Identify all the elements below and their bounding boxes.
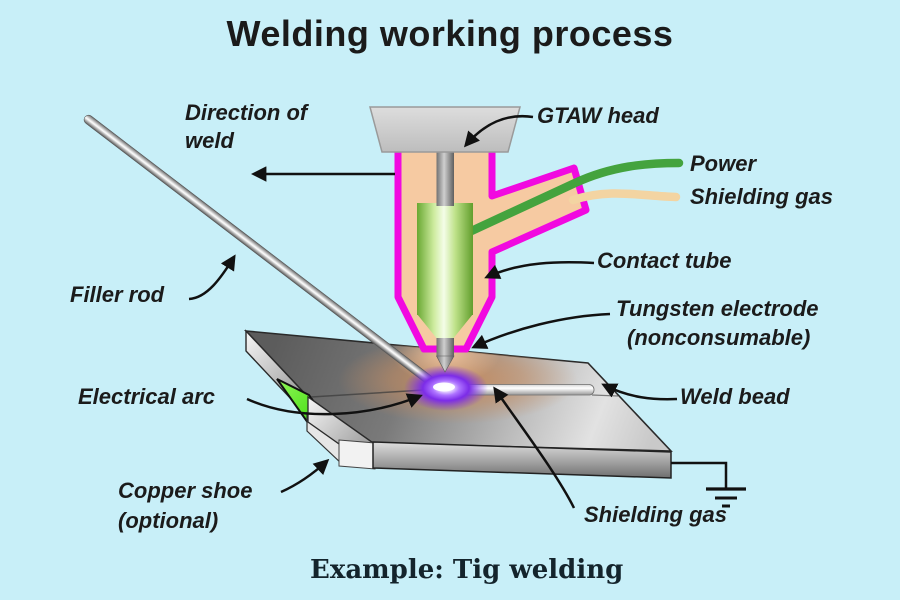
label-tungsten-electrode-line1: Tungsten electrode <box>616 296 819 321</box>
weld-bead-arrow <box>601 383 678 401</box>
tungsten-electrode-arrow <box>471 312 611 349</box>
contact-tube-cylinder <box>417 203 473 340</box>
gtaw-head-cap <box>369 106 521 153</box>
label-shielding-gas-top: Shielding gas <box>690 184 834 209</box>
filler-rod-arrow <box>188 254 236 301</box>
label-copper-shoe-line2: (optional) <box>118 508 219 533</box>
label-tungsten-electrode-line2: (nonconsumable) <box>627 325 811 350</box>
label-power: Power <box>690 151 757 176</box>
gtaw-head-arrow <box>463 114 534 148</box>
ground-symbol <box>671 461 746 508</box>
example-caption: Example: Tig welding <box>310 555 624 585</box>
label-copper-shoe-line1: Copper shoe <box>118 478 253 503</box>
shielding-gas-arrow <box>493 386 576 509</box>
power-wire <box>447 158 684 245</box>
plate-step-face <box>338 439 376 470</box>
contact-tube-arrow <box>484 261 595 279</box>
plate-front-face <box>372 441 672 479</box>
copper-shoe-arrow <box>280 458 330 494</box>
electrical-arc-glow <box>404 365 488 411</box>
welding-torch <box>369 106 684 373</box>
label-filler-rod: Filler rod <box>70 282 165 307</box>
tungsten-electrode-rod <box>436 149 455 373</box>
label-contact-tube: Contact tube <box>597 248 732 273</box>
label-direction-of-weld-line1: Direction of <box>185 100 308 125</box>
electrical-arc-arrow <box>246 393 423 416</box>
label-direction-of-weld-line2: weld <box>185 128 234 153</box>
label-weld-bead: Weld bead <box>680 384 790 409</box>
label-shielding-gas-bottom: Shielding gas <box>584 502 728 527</box>
label-electrical-arc: Electrical arc <box>78 384 215 409</box>
label-gtaw-head: GTAW head <box>537 103 659 128</box>
shielding-gas-wire <box>568 189 681 205</box>
leader-arrows <box>188 114 678 509</box>
page-title: Welding working process <box>226 13 674 54</box>
